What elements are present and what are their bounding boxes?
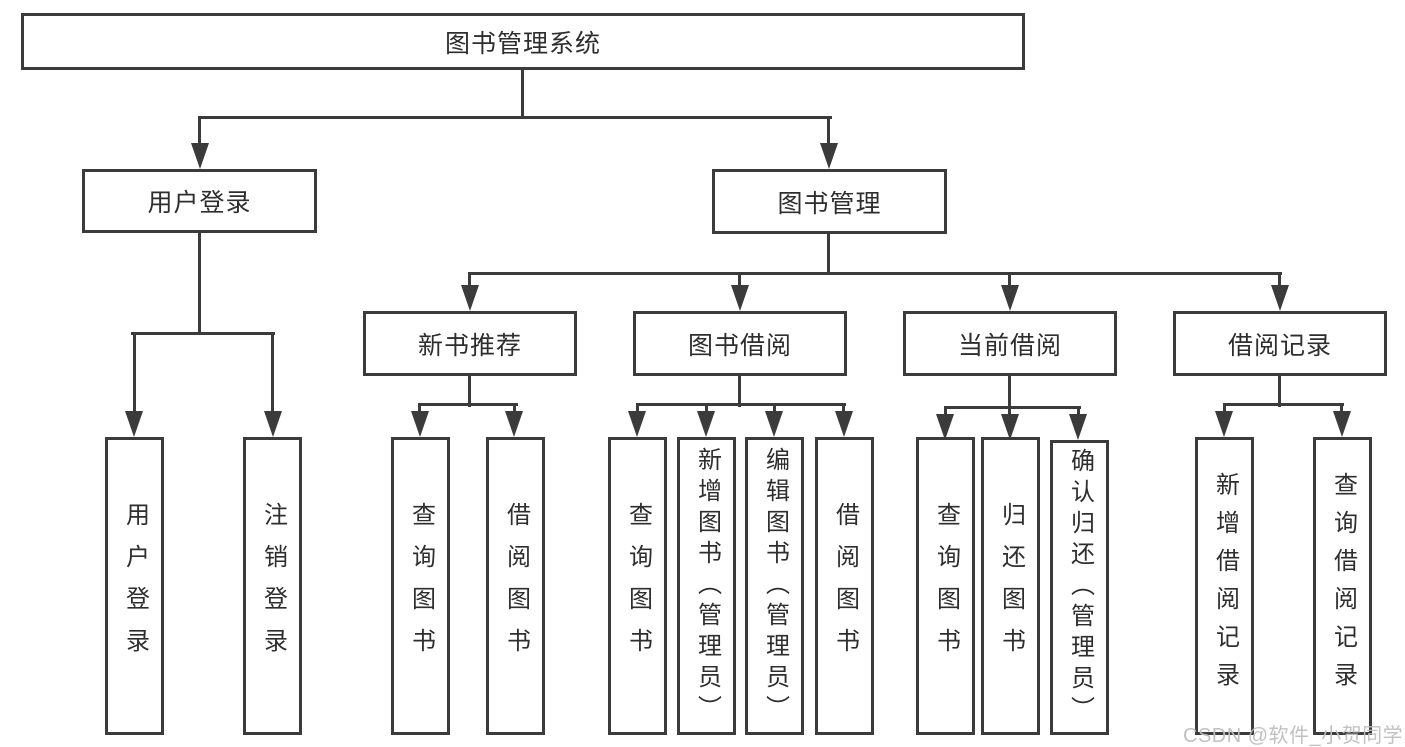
leaf-edit-book: 编辑图书（管理员） bbox=[745, 437, 804, 735]
node-book-mgmt: 图书管理 bbox=[712, 169, 947, 234]
leaf-confirm-return-label: 确认归还（管理员） bbox=[1066, 448, 1094, 727]
arrowhead-down-icon bbox=[125, 411, 143, 437]
node-borrow-records: 借阅记录 bbox=[1173, 311, 1387, 376]
leaf-query-book-b-label: 查询图书 bbox=[624, 502, 652, 670]
connector-borrow-records-branch bbox=[1223, 403, 1344, 406]
arrowhead-down-icon bbox=[505, 411, 523, 437]
leaf-query-record: 查询借阅记录 bbox=[1313, 437, 1372, 735]
leaf-return-book: 归还图书 bbox=[981, 437, 1040, 735]
connector-leaf-stem bbox=[842, 404, 845, 413]
leaf-borrow-book-b-label: 借阅图书 bbox=[831, 502, 859, 670]
leaf-borrow-book-b: 借阅图书 bbox=[815, 437, 874, 735]
connector-new-book-rec-branch bbox=[418, 403, 518, 406]
arrowhead-down-icon bbox=[1215, 411, 1233, 437]
arrowhead-down-icon bbox=[835, 411, 853, 437]
connector-user-login-branch bbox=[131, 332, 275, 335]
node-new-book-rec-label: 新书推荐 bbox=[417, 331, 522, 360]
arrowhead-down-icon bbox=[1001, 285, 1019, 311]
arrowhead-down-icon bbox=[264, 411, 282, 437]
node-root-label: 图书管理系统 bbox=[444, 29, 601, 58]
connector-root-branch bbox=[198, 116, 832, 119]
arrowhead-down-icon bbox=[765, 411, 783, 437]
connector-to-leaf-user-login bbox=[133, 333, 136, 413]
connector-book-borrow-branch bbox=[636, 403, 846, 406]
leaf-logout-label: 注销登录 bbox=[259, 502, 287, 670]
node-book-borrow-label: 图书借阅 bbox=[687, 331, 792, 360]
arrowhead-down-icon bbox=[697, 411, 715, 437]
connector-to-book-borrow bbox=[738, 273, 741, 287]
connector-current-borrow-stem bbox=[1008, 374, 1011, 410]
connector-to-current-borrow bbox=[1008, 273, 1011, 287]
leaf-borrow-book-a: 借阅图书 bbox=[486, 437, 545, 735]
connector-to-user-login bbox=[198, 117, 201, 146]
leaf-user-login-label: 用户登录 bbox=[121, 502, 149, 670]
connector-root-stem bbox=[521, 69, 524, 118]
connector-leaf-stem bbox=[636, 404, 639, 413]
connector-leaf-stem bbox=[1077, 407, 1080, 415]
leaf-logout: 注销登录 bbox=[243, 437, 302, 735]
leaf-query-book-c: 查询图书 bbox=[916, 437, 975, 735]
node-user-login-label: 用户登录 bbox=[147, 189, 252, 217]
csdn-watermark: CSDN @软件_小贺同学 bbox=[1183, 725, 1404, 747]
connector-current-borrow-branch bbox=[944, 406, 1081, 409]
connector-leaf-stem bbox=[705, 404, 708, 413]
node-book-mgmt-label: 图书管理 bbox=[777, 189, 882, 218]
connector-to-leaf-logout bbox=[271, 333, 274, 413]
leaf-edit-book-label: 编辑图书（管理员） bbox=[761, 446, 789, 726]
connector-leaf-stem bbox=[773, 404, 776, 413]
node-user-login: 用户登录 bbox=[82, 169, 317, 233]
leaf-user-login: 用户登录 bbox=[105, 437, 164, 735]
connector-book-mgmt-branch bbox=[468, 272, 1282, 275]
leaf-query-book-b: 查询图书 bbox=[608, 437, 667, 735]
connector-leaf-stem bbox=[418, 404, 421, 413]
arrowhead-down-icon bbox=[628, 411, 646, 437]
connector-to-book-mgmt bbox=[827, 117, 830, 146]
leaf-query-record-label: 查询借阅记录 bbox=[1329, 472, 1357, 700]
arrowhead-down-icon bbox=[411, 411, 429, 437]
connector-user-login-stem bbox=[198, 231, 201, 335]
node-borrow-records-label: 借阅记录 bbox=[1227, 331, 1332, 360]
connector-book-mgmt-stem bbox=[827, 233, 830, 275]
node-book-borrow: 图书借阅 bbox=[633, 311, 847, 376]
leaf-add-book-label: 新增图书（管理员） bbox=[693, 446, 721, 726]
node-root: 图书管理系统 bbox=[21, 13, 1025, 70]
leaf-add-record-label: 新增借阅记录 bbox=[1211, 472, 1239, 700]
arrowhead-down-icon bbox=[461, 285, 479, 311]
arrowhead-down-icon bbox=[820, 143, 838, 169]
arrowhead-down-icon bbox=[1069, 414, 1087, 440]
node-current-borrow-label: 当前借阅 bbox=[957, 331, 1062, 360]
arrowhead-down-icon bbox=[936, 414, 954, 440]
arrowhead-down-icon bbox=[731, 285, 749, 311]
leaf-query-book-a: 查询图书 bbox=[391, 437, 450, 735]
connector-leaf-stem bbox=[944, 407, 947, 415]
node-new-book-rec: 新书推荐 bbox=[363, 311, 577, 376]
connector-leaf-stem bbox=[1223, 404, 1226, 413]
leaf-add-book: 新增图书（管理员） bbox=[677, 437, 736, 735]
arrowhead-down-icon bbox=[1001, 414, 1019, 440]
connector-to-borrow-records bbox=[1278, 273, 1281, 287]
connector-new-book-rec-stem bbox=[468, 374, 471, 407]
leaf-query-book-c-label: 查询图书 bbox=[932, 502, 960, 670]
node-current-borrow: 当前借阅 bbox=[903, 311, 1117, 376]
leaf-confirm-return: 确认归还（管理员） bbox=[1050, 440, 1109, 735]
arrowhead-down-icon bbox=[1333, 411, 1351, 437]
leaf-return-book-label: 归还图书 bbox=[997, 502, 1025, 670]
leaf-query-book-a-label: 查询图书 bbox=[407, 502, 435, 670]
arrowhead-down-icon bbox=[191, 143, 209, 169]
connector-leaf-stem bbox=[513, 404, 516, 413]
connector-leaf-stem bbox=[1008, 407, 1011, 415]
leaf-add-record: 新增借阅记录 bbox=[1195, 437, 1254, 735]
connector-book-borrow-stem bbox=[738, 374, 741, 407]
connector-borrow-records-stem bbox=[1278, 374, 1281, 407]
leaf-borrow-book-a-label: 借阅图书 bbox=[502, 502, 530, 670]
connector-to-new-book-rec bbox=[468, 273, 471, 287]
connector-leaf-stem bbox=[1340, 404, 1343, 413]
arrowhead-down-icon bbox=[1271, 285, 1289, 311]
